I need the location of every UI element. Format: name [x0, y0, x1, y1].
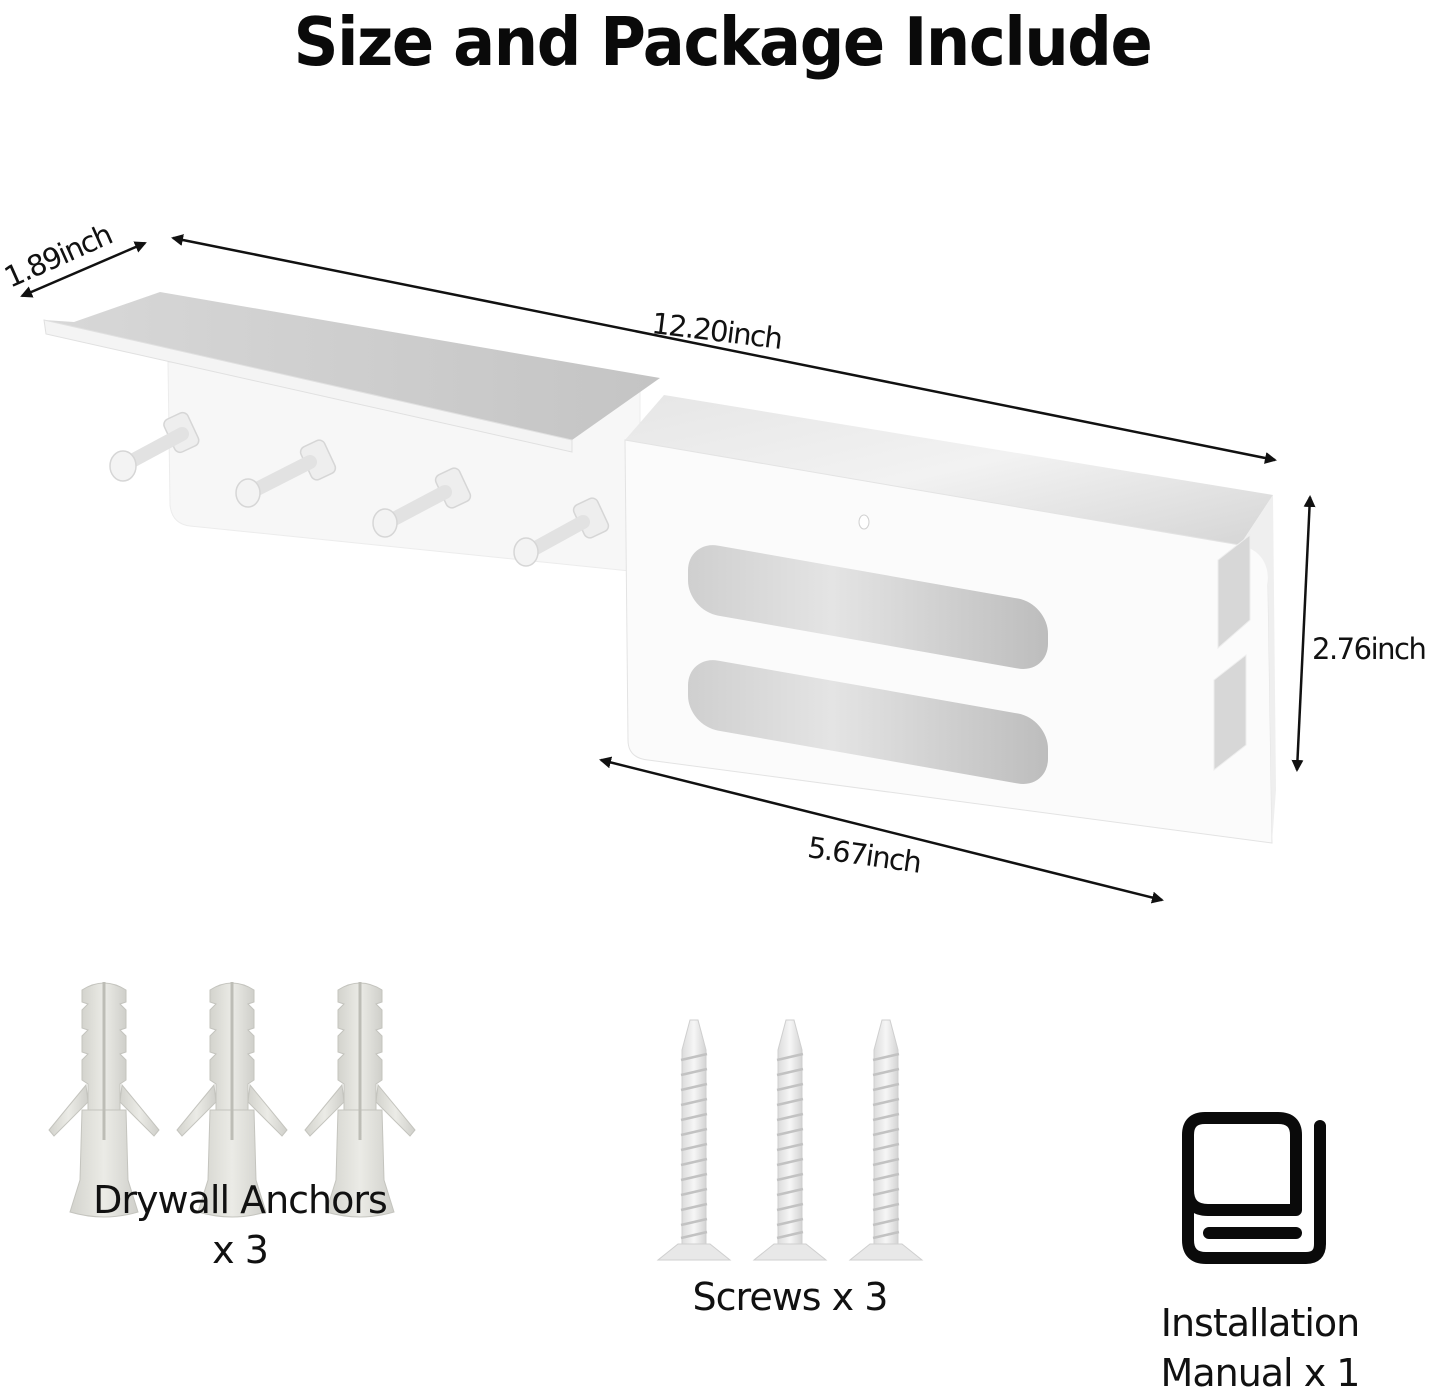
basket-length-arrow — [599, 756, 1164, 904]
product-illustration — [20, 234, 1316, 904]
manual-caption: Installation Manual x 1 — [1060, 1298, 1445, 1398]
anchors-quantity: x 3 — [212, 1228, 269, 1272]
basket — [624, 395, 1276, 844]
basket-slot-bottom — [688, 660, 1048, 784]
height-label: 2.76inch — [1312, 632, 1427, 666]
book-icon — [1182, 1112, 1326, 1264]
depth-arrow — [20, 241, 147, 298]
hook-4 — [513, 497, 610, 567]
height-arrow — [1291, 495, 1316, 772]
dimension-arrows — [20, 234, 1316, 904]
manual-quantity: Manual x 1 — [1160, 1351, 1361, 1395]
manual-label: Installation — [1160, 1301, 1360, 1345]
basket-slot-top — [688, 545, 1048, 669]
hook-3 — [372, 467, 472, 538]
anchors-caption: Drywall Anchors x 3 — [40, 1075, 440, 1275]
screw-icon — [656, 1018, 924, 1262]
length-arrow — [171, 234, 1277, 464]
anchors-label: Drywall Anchors — [93, 1178, 388, 1222]
screws-caption: Screws x 3 — [590, 1272, 990, 1322]
screws-label: Screws x 3 — [692, 1275, 889, 1319]
page-title: Size and Package Include — [293, 3, 1153, 81]
